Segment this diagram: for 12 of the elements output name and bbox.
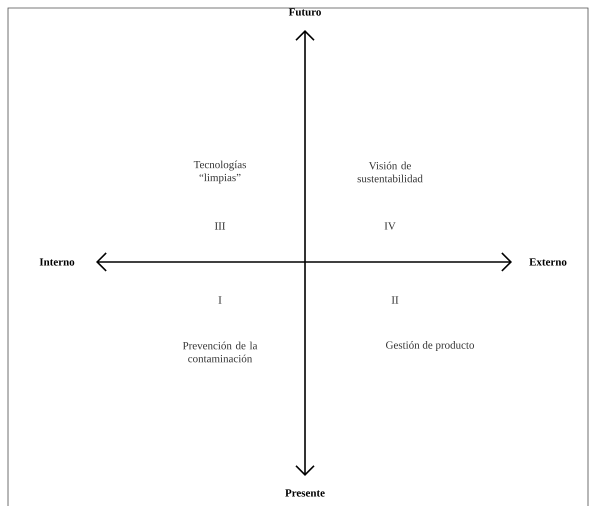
quadrant-label: Gestión de producto (386, 341, 474, 351)
axis-label: Externo (529, 258, 566, 266)
axis-label: Presente (285, 489, 325, 497)
quadrant-label: Visión de sustentabilidad (358, 162, 423, 182)
quadrant-number: II (392, 296, 398, 304)
quadrant-label: Tecnologías “limpias” (194, 160, 246, 184)
axis-label: Futuro (288, 8, 321, 16)
quadrant-number: IV (384, 222, 396, 230)
quadrant-number: III (214, 222, 226, 230)
quadrant-label: Prevención de la contaminación (182, 342, 258, 362)
axis-label: Interno (40, 258, 74, 266)
quadrant-number: I (218, 296, 222, 304)
